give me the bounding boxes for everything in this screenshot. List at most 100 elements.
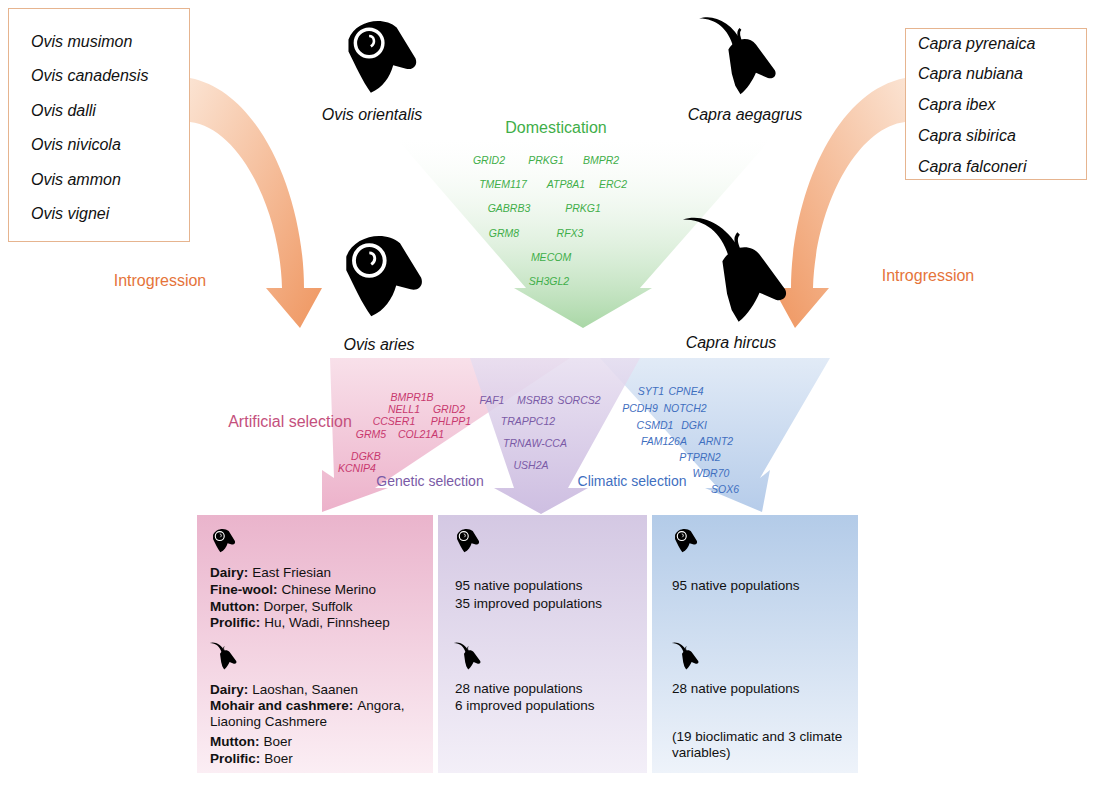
- gene-name: TRNAW-CCA: [503, 437, 567, 449]
- breed-line: Mutton: Dorper, Suffolk: [210, 599, 428, 615]
- population-count: 95 native populations: [672, 578, 850, 594]
- sheep-icon: [346, 236, 422, 316]
- species-label: Capra hircus: [686, 334, 777, 352]
- gene-name: SH3GL2: [529, 275, 569, 287]
- panel-ground: [438, 515, 647, 773]
- gene-name: ATP8A1: [547, 178, 585, 190]
- gene-name: MECOM: [531, 251, 571, 263]
- breed-names: Laoshan, Saanen: [252, 682, 358, 697]
- breed-category: Dairy:: [210, 565, 248, 580]
- gene-name: WDR70: [693, 467, 730, 479]
- gene-name: TMEM117: [479, 178, 527, 190]
- gene-name: CPNE4: [668, 385, 703, 397]
- population-count: 95 native populations: [455, 578, 643, 594]
- species-label: Ovis orientalis: [322, 106, 422, 124]
- breed-names: Boer: [263, 734, 292, 749]
- breed-category: Fine-wool:: [210, 582, 278, 597]
- gene-name: GRM5: [356, 428, 386, 440]
- population-count: (19 bioclimatic and 3 climate variables): [672, 729, 850, 761]
- genetic-selection-arrow: [470, 358, 640, 514]
- species-name: Capra falconeri: [918, 158, 1027, 176]
- gene-name: KCNIP4: [338, 462, 376, 474]
- gene-name: FAF1: [480, 394, 505, 406]
- gene-name: TRAPPC12: [501, 415, 555, 427]
- breed-line: Prolific: Hu, Wadi, Finnsheep: [210, 615, 428, 631]
- population-panel: 95 native populations 35 improved populat…: [438, 515, 647, 773]
- breed-category: Prolific:: [210, 615, 260, 630]
- gene-name: CCSER1: [373, 415, 416, 427]
- population-count: 28 native populations: [672, 681, 850, 697]
- species-name: Capra ibex: [918, 96, 995, 114]
- panel-ground: [197, 515, 433, 773]
- breed-line: Prolific: Boer: [210, 751, 428, 767]
- introgression-arrow: [190, 78, 322, 328]
- population-count: 6 improved populations: [455, 698, 643, 714]
- domestication-arrow: [398, 140, 770, 328]
- goat-icon: [683, 218, 786, 322]
- species-name: Ovis ammon: [31, 171, 121, 189]
- sheep-icon: [675, 529, 697, 552]
- breed-names: East Friesian: [252, 565, 331, 580]
- breed-line: Mutton: Boer: [210, 734, 428, 750]
- species-name: Ovis nivicola: [31, 136, 121, 154]
- goat-icon: [672, 642, 699, 669]
- species-name: Capra nubiana: [918, 65, 1023, 83]
- sheep-icon: [213, 529, 235, 552]
- gene-name: BMPR1B: [390, 391, 433, 403]
- breed-category: Mohair and cashmere:: [210, 698, 353, 713]
- gene-name: CSMD1: [637, 419, 674, 431]
- species-name: Ovis vignei: [31, 205, 109, 223]
- gene-name: SYT1: [638, 385, 664, 397]
- breed-names: Chinese Merino: [282, 582, 377, 597]
- process-label: Introgression: [882, 267, 975, 285]
- species-label: Capra aegagrus: [688, 106, 803, 124]
- gene-name: NELL1: [388, 403, 420, 415]
- gene-name: FAM126A: [641, 435, 687, 447]
- breed-category: Prolific:: [210, 751, 260, 766]
- species-name: Ovis canadensis: [31, 67, 148, 85]
- species-name: Ovis dalli: [31, 102, 96, 120]
- process-label: Genetic selection: [376, 473, 483, 489]
- species-label: Ovis aries: [343, 336, 414, 354]
- gene-name: PRKG1: [528, 154, 564, 166]
- gene-name: ERC2: [599, 178, 627, 190]
- panel-ground: [652, 515, 858, 773]
- gene-name: SOX6: [711, 483, 739, 495]
- wild-goat-icon: [699, 17, 775, 94]
- process-label: Climatic selection: [578, 473, 687, 489]
- gene-name: GABRB3: [488, 202, 531, 214]
- breed-line: Dairy: East Friesian: [210, 565, 428, 581]
- gene-name: DGKI: [681, 419, 707, 431]
- gene-name: ARNT2: [699, 435, 733, 447]
- wild-sheep-icon: [348, 21, 416, 93]
- goat-icon: [454, 642, 481, 669]
- gene-name: PHLPP1: [431, 415, 471, 427]
- population-count: 35 improved populations: [455, 596, 643, 612]
- breed-names: Dorper, Suffolk: [263, 599, 352, 614]
- breed-line: Dairy:Laoshan, Saanen: [210, 682, 428, 698]
- breed-line: Fine-wool: Chinese Merino: [210, 582, 428, 598]
- process-label: Domestication: [505, 119, 606, 137]
- breed-names: Boer: [264, 751, 293, 766]
- population-count: 28 native populations: [455, 681, 643, 697]
- gene-name: GRM8: [489, 227, 519, 239]
- species-name: Capra pyrenaica: [918, 35, 1035, 53]
- process-label: Artificial selection: [228, 413, 352, 431]
- population-panel: 95 native populations 28 native populatio…: [652, 515, 858, 773]
- goat-icon: [210, 642, 237, 669]
- species-box: Ovis musimonOvis canadensisOvis dalliOvi…: [8, 8, 190, 242]
- species-name: Ovis musimon: [31, 33, 132, 51]
- gene-name: MSRB3: [517, 394, 553, 406]
- breed-category: Mutton:: [210, 599, 259, 614]
- gene-name: USH2A: [513, 459, 548, 471]
- species-name: Capra sibirica: [918, 127, 1016, 145]
- species-box: Capra pyrenaicaCapra nubianaCapra ibexCa…: [905, 28, 1087, 180]
- breed-line: Mohair and cashmere:Angora, Liaoning Cas…: [210, 698, 428, 730]
- process-label: Introgression: [114, 272, 207, 290]
- gene-name: COL21A1: [398, 428, 444, 440]
- breed-category: Mutton:: [210, 734, 259, 749]
- gene-name: BMPR2: [583, 154, 619, 166]
- population-panel: Dairy: East FriesianFine-wool: Chinese Mer…: [197, 515, 433, 773]
- breed-names: Hu, Wadi, Finnsheep: [264, 615, 390, 630]
